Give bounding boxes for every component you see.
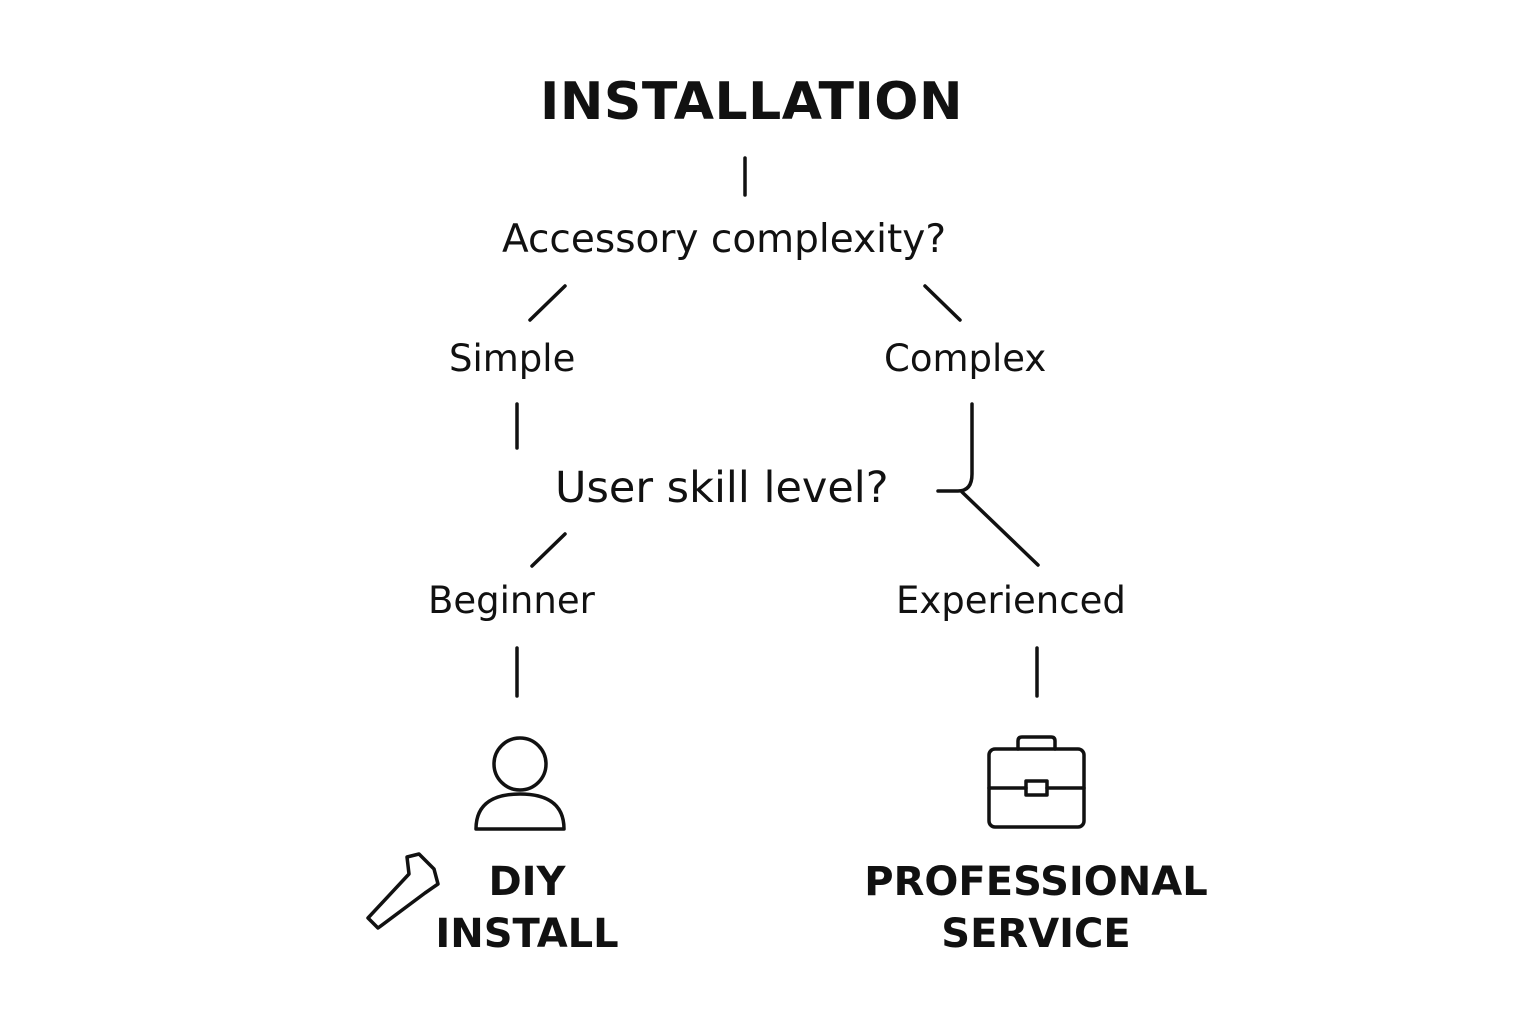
question-accessory-complexity: Accessory complexity?	[502, 217, 947, 262]
question-user-skill-level: User skill level?	[555, 463, 889, 513]
option-complex: Complex	[884, 337, 1047, 380]
option-experienced: Experienced	[896, 579, 1126, 622]
outcome-pro-line1: PROFESSIONAL	[864, 859, 1208, 905]
option-beginner: Beginner	[428, 579, 595, 622]
outcome-pro-line2: SERVICE	[941, 911, 1131, 957]
person-icon	[474, 736, 566, 831]
diagram-title: INSTALLATION	[540, 72, 964, 132]
wrench-icon	[366, 852, 440, 930]
connector-q1-to-simple	[528, 284, 567, 322]
connector-q1-to-complex	[923, 284, 962, 322]
outcome-diy-install: DIY INSTALL	[434, 856, 620, 960]
briefcase-icon	[987, 735, 1086, 829]
connector-q2-to-beginner	[530, 532, 567, 568]
outcome-professional-service: PROFESSIONAL SERVICE	[858, 856, 1214, 960]
outcome-diy-line1: DIY	[488, 859, 566, 905]
option-simple: Simple	[449, 337, 576, 380]
connector-complex-to-experienced	[960, 490, 1040, 567]
outcome-diy-line2: INSTALL	[435, 911, 619, 957]
connector-complex-to-q2	[936, 402, 974, 493]
